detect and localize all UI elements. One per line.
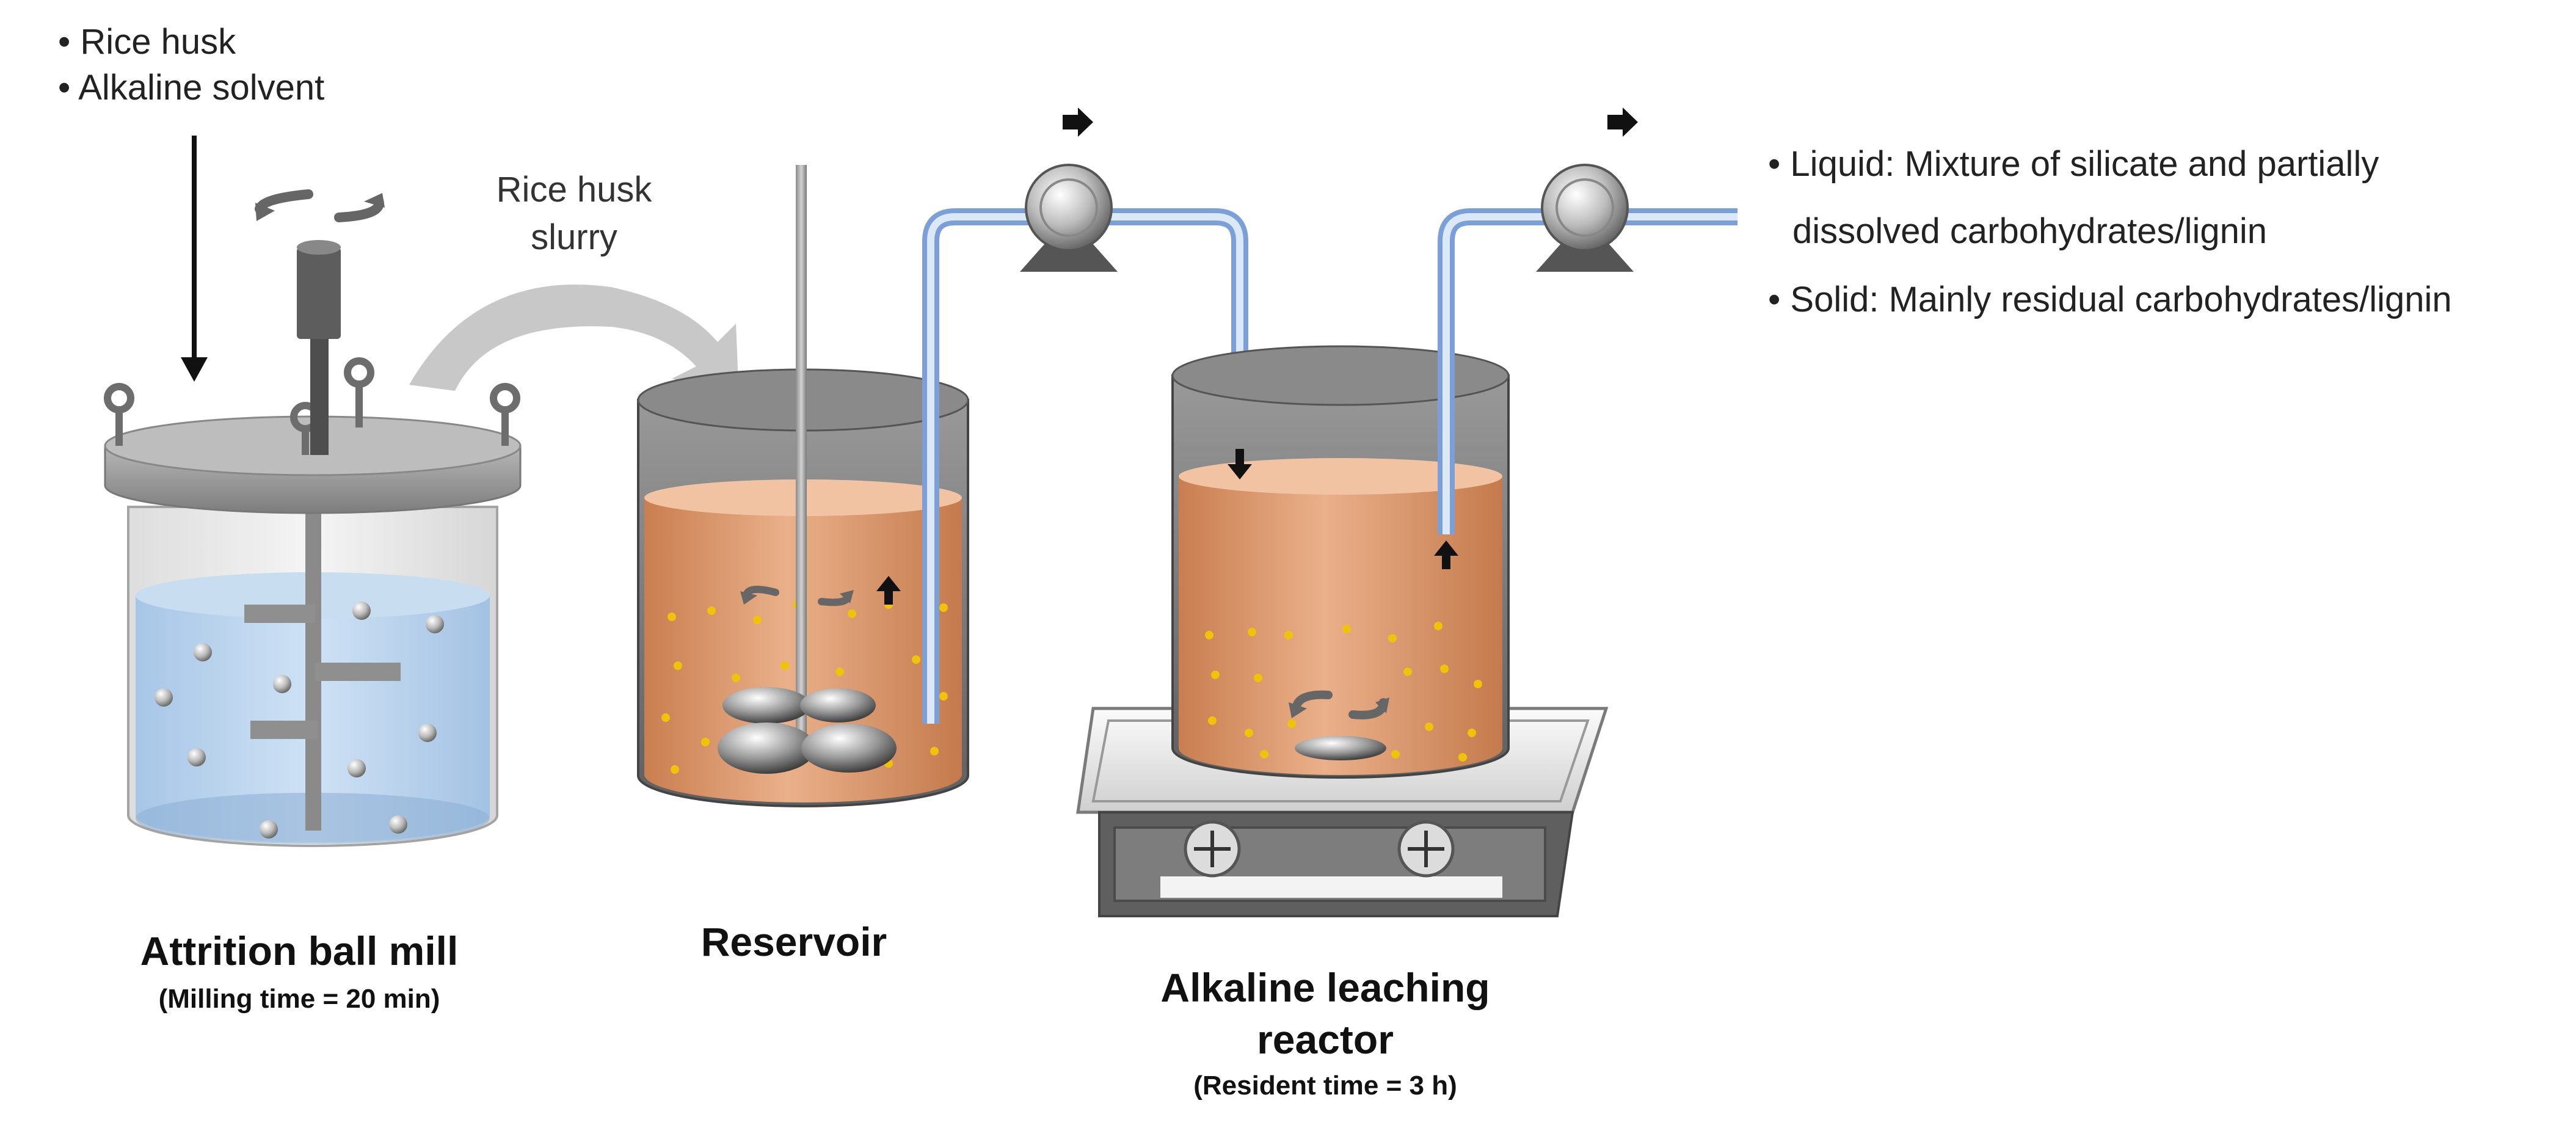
output-solid-line: • Solid: Mainly residual carbohydrates/l… [1768, 280, 2452, 319]
transfer-pipe-1 [922, 208, 1248, 724]
pump-icon [1536, 164, 1634, 272]
reactor-title-line2: reactor [1257, 1017, 1394, 1062]
slurry-label-line1: Rice husk [497, 170, 653, 209]
reactor-slurry [1179, 476, 1502, 775]
rotation-arrows-icon [740, 586, 854, 606]
reactor-title-line1: Alkaline leaching [1160, 965, 1490, 1010]
down-arrow-icon [1228, 449, 1252, 479]
right-arrow-icon [1607, 107, 1638, 137]
slurry-label: Rice husk slurry [497, 170, 653, 257]
right-arrow-icon [1063, 107, 1093, 137]
ball-mill-title: Attrition ball mill [140, 928, 459, 973]
knob-icon [1397, 820, 1455, 878]
caption-reactor: Alkaline leaching reactor (Resident time… [1160, 965, 1490, 1101]
caption-reservoir: Reservoir [701, 919, 887, 964]
milling-balls [155, 602, 444, 839]
reservoir [637, 165, 969, 807]
input-item-alkaline-solvent: • Alkaline solvent [58, 68, 324, 107]
rotation-arrows-icon [255, 189, 385, 222]
output-labels: • Liquid: Mixture of silicate and partia… [1768, 144, 2452, 319]
alkaline-leaching-reactor [1076, 345, 1609, 917]
slurry-label-line2: slurry [531, 217, 617, 257]
up-arrow-icon [1434, 540, 1458, 569]
up-arrow-icon [876, 576, 901, 605]
slurry-particles [1205, 622, 1482, 762]
curved-arrow-icon [409, 284, 739, 397]
caption-ball-mill: Attrition ball mill (Milling time = 20 m… [140, 928, 459, 1014]
mill-shaft [305, 452, 321, 831]
pump-icon [1020, 164, 1118, 272]
reservoir-title: Reservoir [701, 919, 887, 964]
ball-mill-subtitle: (Milling time = 20 min) [159, 984, 440, 1014]
down-arrow-icon [181, 136, 208, 382]
transfer-pipe-2 [1438, 208, 1737, 534]
attrition-ball-mill [104, 189, 522, 847]
output-liquid-line2: dissolved carbohydrates/lignin [1792, 211, 2267, 251]
knob-icon [1184, 820, 1241, 878]
output-liquid-line1: • Liquid: Mixture of silicate and partia… [1768, 144, 2379, 184]
rotation-arrows-icon [1289, 690, 1389, 719]
input-labels: • Rice husk • Alkaline solvent [58, 22, 324, 107]
stir-bar [1295, 736, 1386, 760]
reservoir-shaft [796, 165, 807, 742]
mill-motor [297, 247, 341, 339]
reactor-subtitle: (Resident time = 3 h) [1193, 1071, 1457, 1101]
impeller [718, 687, 897, 774]
input-item-rice-husk: • Rice husk [58, 22, 236, 62]
